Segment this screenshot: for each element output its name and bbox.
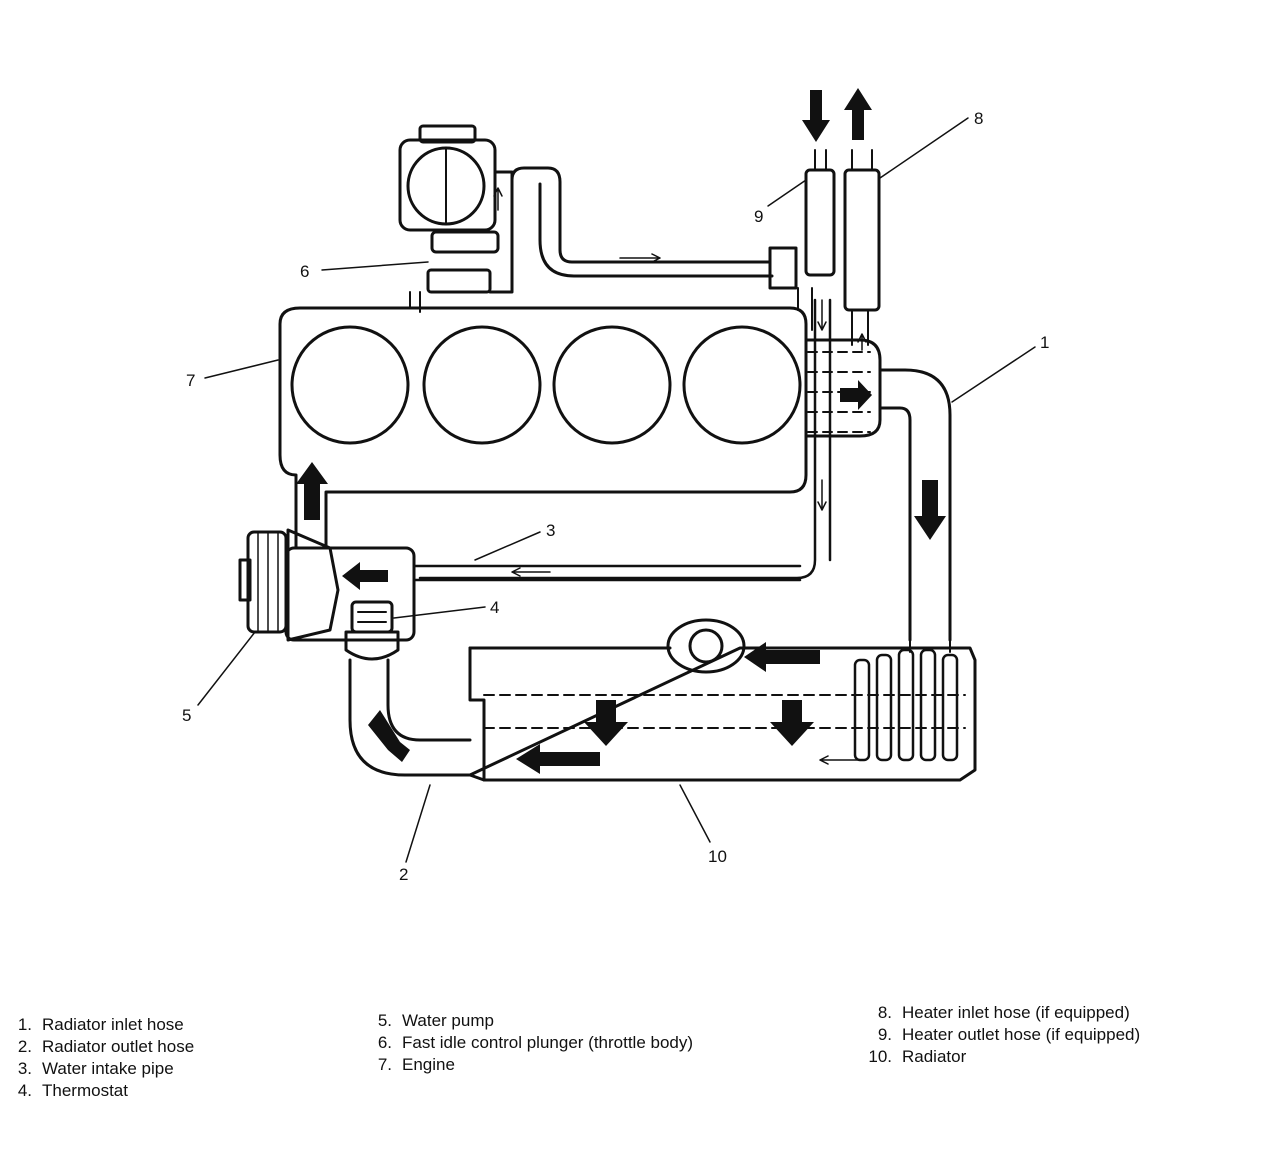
radiator-outlet-hose bbox=[348, 658, 472, 777]
arrow-left-radiator-top bbox=[744, 642, 820, 672]
heater-hoses bbox=[804, 149, 881, 346]
legend-item: 1. Radiator inlet hose bbox=[8, 1014, 194, 1036]
legend-number: 4. bbox=[17, 1081, 32, 1100]
legend-item: 3. Water intake pipe bbox=[8, 1058, 194, 1080]
water-pump bbox=[238, 528, 416, 642]
callout-5: 5 bbox=[182, 706, 192, 725]
legend-item: 7. Engine bbox=[368, 1054, 693, 1076]
legend-label: Water intake pipe bbox=[42, 1059, 174, 1078]
legend-number: 8. bbox=[877, 1003, 892, 1022]
engine-cylinder-2 bbox=[422, 325, 542, 445]
flow-arrows bbox=[296, 88, 946, 774]
legend-label: Radiator inlet hose bbox=[42, 1015, 184, 1034]
radiator-cap bbox=[666, 618, 746, 674]
arrow-right-engine-outlet bbox=[840, 380, 872, 410]
engine-block bbox=[278, 298, 882, 580]
callout-8: 8 bbox=[974, 109, 984, 128]
legend-item: 2. Radiator outlet hose bbox=[8, 1036, 194, 1058]
legend-number: 5. bbox=[377, 1011, 392, 1030]
engine-cylinder-1 bbox=[290, 325, 410, 445]
callout-1: 1 bbox=[1040, 333, 1050, 352]
arrow-curved-outlet bbox=[368, 710, 410, 762]
throttle-body bbox=[398, 124, 813, 331]
leader-lines bbox=[197, 117, 1036, 863]
radiator bbox=[468, 618, 977, 782]
callout-4: 4 bbox=[490, 598, 500, 617]
callout-2: 2 bbox=[399, 865, 409, 884]
legend-item: 9. Heater outlet hose (if equipped) bbox=[866, 1024, 1140, 1046]
legend-number: 7. bbox=[377, 1055, 392, 1074]
engine-cylinder-4 bbox=[682, 325, 802, 445]
legend-label: Radiator outlet hose bbox=[42, 1037, 195, 1056]
legend-item: 6. Fast idle control plunger (throttle bo… bbox=[368, 1032, 693, 1054]
callout-3: 3 bbox=[546, 521, 556, 540]
engine-cylinder-3 bbox=[552, 325, 672, 445]
legend-label: Thermostat bbox=[42, 1081, 128, 1100]
legend-column-3: 8. Heater inlet hose (if equipped) 9. Heat… bbox=[866, 1002, 1140, 1068]
heater-outlet-hose bbox=[804, 168, 836, 277]
flow-arrows-thin bbox=[493, 187, 867, 765]
thermostat bbox=[344, 600, 400, 661]
callout-7: 7 bbox=[186, 371, 196, 390]
callout-9: 9 bbox=[754, 207, 764, 226]
arrow-down-radiator-2 bbox=[770, 700, 814, 746]
callout-10: 10 bbox=[708, 847, 727, 866]
legend-number: 2. bbox=[17, 1037, 32, 1056]
legend-column-1: 1. Radiator inlet hose 2. Radiator outlet … bbox=[8, 1014, 194, 1102]
arrow-down-inlet-hose bbox=[914, 480, 946, 540]
legend-item: 8. Heater inlet hose (if equipped) bbox=[866, 1002, 1140, 1024]
arrow-up-heater-inlet bbox=[844, 88, 872, 140]
legend-number: 1. bbox=[17, 1015, 32, 1034]
legend-label: Radiator bbox=[902, 1047, 967, 1066]
legend-item: 4. Thermostat bbox=[8, 1080, 194, 1102]
arrow-down-heater-outlet bbox=[802, 90, 830, 142]
legend-column-2: 5. Water pump 6. Fast idle control plunger… bbox=[368, 1010, 693, 1076]
legend-label: Engine bbox=[402, 1055, 455, 1074]
legend-label: Water pump bbox=[402, 1011, 494, 1030]
legend-number: 3. bbox=[17, 1059, 32, 1078]
arrow-left-thermostat bbox=[342, 562, 388, 590]
legend-number: 9. bbox=[877, 1025, 892, 1044]
arrow-up-engine-inlet bbox=[296, 462, 328, 520]
heater-inlet-hose bbox=[843, 168, 881, 312]
legend-item: 5. Water pump bbox=[368, 1010, 693, 1032]
callout-6: 6 bbox=[300, 262, 310, 281]
legend-number: 6. bbox=[377, 1033, 392, 1052]
arrow-left-radiator-bottom bbox=[516, 744, 600, 774]
legend-number: 10. bbox=[868, 1047, 892, 1066]
legend-label: Heater outlet hose (if equipped) bbox=[902, 1025, 1141, 1044]
cooling-system-diagram bbox=[197, 88, 1036, 863]
radiator-inlet-hose bbox=[878, 368, 952, 642]
arrow-down-radiator-1 bbox=[584, 700, 628, 746]
legend-label: Fast idle control plunger (throttle body… bbox=[402, 1033, 694, 1052]
water-intake-pipe bbox=[412, 564, 802, 582]
legend-item: 10. Radiator bbox=[866, 1046, 1140, 1068]
legend-label: Heater inlet hose (if equipped) bbox=[902, 1003, 1130, 1022]
